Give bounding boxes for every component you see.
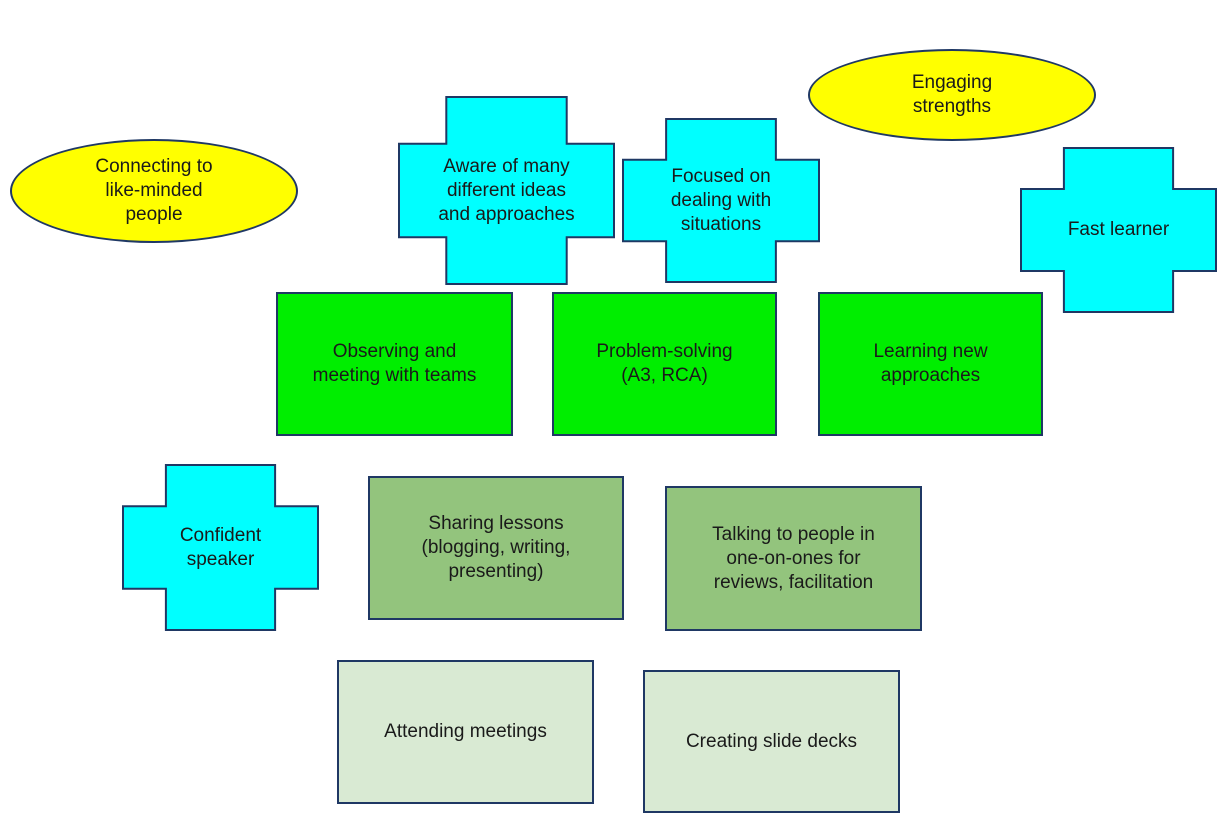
box-talking-to-people-label: Talking to people in one-on-ones for rev… (712, 523, 875, 593)
oval-engaging-strengths: Engaging strengths (808, 49, 1096, 141)
box-creating-slide-decks: Creating slide decks (643, 670, 900, 813)
box-talking-to-people: Talking to people in one-on-ones for rev… (665, 486, 922, 631)
oval-connecting-people-label: Connecting to like-minded people (95, 156, 213, 225)
cross-confident-speaker-label: Confident speaker (179, 524, 262, 570)
cross-aware-of-ideas-label: Aware of many different ideas and approa… (438, 155, 575, 225)
box-problem-solving-label: Problem-solving (A3, RCA) (596, 341, 733, 386)
oval-connecting-people: Connecting to like-minded people (10, 139, 298, 243)
cross-focused-on-situations-label: Focused on dealing with situations (670, 165, 772, 235)
box-attending-meetings: Attending meetings (337, 660, 594, 804)
cross-confident-speaker: Confident speaker (123, 465, 318, 630)
box-observing-teams: Observing and meeting with teams (276, 292, 513, 436)
box-learning-approaches-label: Learning new approaches (873, 341, 988, 386)
box-sharing-lessons: Sharing lessons (blogging, writing, pres… (368, 476, 624, 620)
oval-engaging-strengths-label: Engaging strengths (911, 72, 993, 117)
box-learning-approaches: Learning new approaches (818, 292, 1043, 436)
box-attending-meetings-label: Attending meetings (384, 721, 547, 742)
cross-fast-learner-label: Fast learner (1067, 219, 1170, 240)
box-creating-slide-decks-label: Creating slide decks (685, 730, 858, 752)
box-sharing-lessons-label: Sharing lessons (blogging, writing, pres… (421, 513, 571, 582)
cross-aware-of-ideas: Aware of many different ideas and approa… (399, 97, 614, 284)
box-problem-solving: Problem-solving (A3, RCA) (552, 292, 777, 436)
cross-focused-on-situations: Focused on dealing with situations (623, 119, 819, 282)
box-observing-teams-label: Observing and meeting with teams (312, 341, 477, 386)
cross-fast-learner: Fast learner (1021, 148, 1216, 312)
